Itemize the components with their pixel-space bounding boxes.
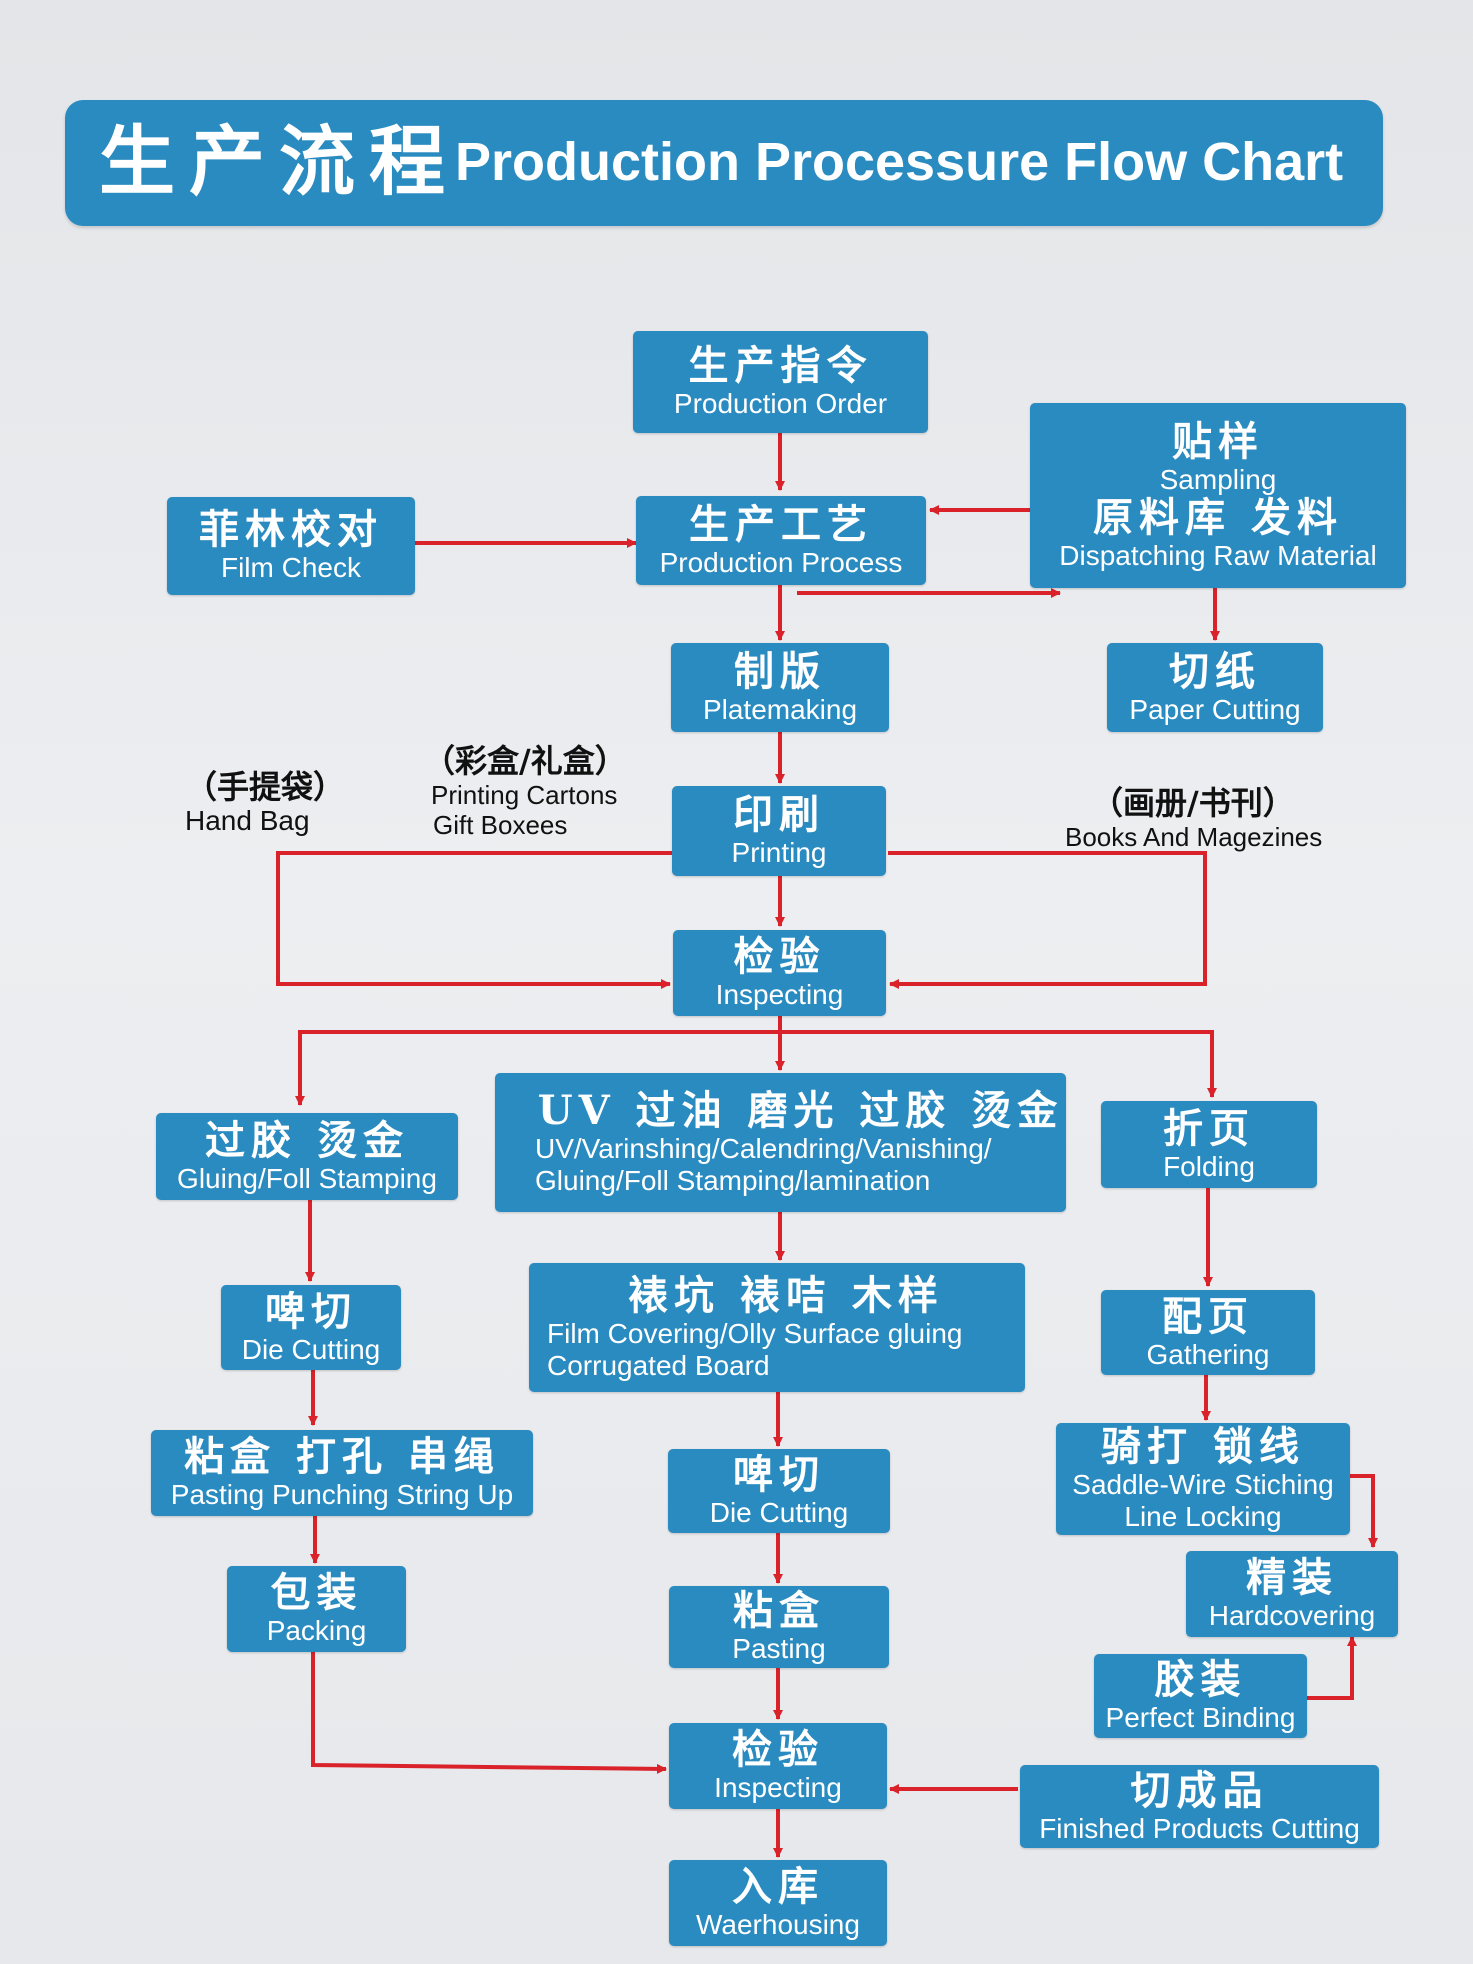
node-label-cn: 折页 bbox=[1163, 1104, 1255, 1152]
node-label-cn: 包装 bbox=[270, 1569, 363, 1616]
node-label-en: Waerhousing bbox=[696, 1909, 860, 1940]
node-label-en: Production Process bbox=[659, 546, 903, 578]
node-label-cn: 粘盒 打孔 串绳 bbox=[184, 1433, 500, 1480]
branch-label-en: Hand Bag bbox=[185, 805, 310, 836]
branch-label-hand-bag: （手提袋） Hand Bag bbox=[185, 768, 345, 836]
branch-label-books: （画册/书刊） Books And Magezines bbox=[1065, 784, 1322, 852]
node-perfect-binding: 胶装 Perfect Binding bbox=[1094, 1654, 1307, 1738]
node-label-cn-secondary: 原料库 发料 bbox=[1093, 493, 1343, 541]
node-label-cn: 检验 bbox=[733, 933, 826, 980]
node-folding: 折页 Folding bbox=[1101, 1101, 1317, 1188]
node-label-en: Printing bbox=[731, 837, 827, 868]
title-banner: 生产流程 Production Processure Flow Chart bbox=[65, 100, 1383, 226]
node-label-en: Perfect Binding bbox=[1105, 1702, 1296, 1733]
node-die-cutting-left: 啤切 Die Cutting bbox=[221, 1285, 401, 1370]
node-platemaking: 制版 Platemaking bbox=[671, 643, 889, 732]
node-label-cn: 印刷 bbox=[733, 791, 825, 838]
node-label-en: Inspecting bbox=[715, 979, 844, 1010]
node-label-en: Saddle-Wire Stiching bbox=[1072, 1469, 1334, 1500]
branch-label-en: Printing Cartons bbox=[431, 780, 618, 810]
node-label-en: Pasting Punching String Up bbox=[170, 1479, 514, 1510]
node-label-en: Gluing/Foll Stamping bbox=[177, 1162, 437, 1194]
node-pasting: 粘盒 Pasting bbox=[669, 1586, 889, 1668]
node-label-en: UV/Varinshing/Calendring/Vanishing/ bbox=[535, 1132, 992, 1164]
node-inspecting-top: 检验 Inspecting bbox=[673, 930, 886, 1016]
branch-label-en: Books And Magezines bbox=[1065, 822, 1323, 852]
node-label-cn: 贴样 bbox=[1172, 417, 1264, 465]
node-label-cn: 生产指令 bbox=[688, 342, 873, 389]
arrow-books-branch bbox=[888, 851, 1207, 989]
node-label-cn: 生产工艺 bbox=[689, 500, 873, 548]
node-label-en: Film Covering/Olly Surface gluing bbox=[547, 1317, 963, 1349]
branch-label-cartons: （彩盒/礼盒） Printing Cartons Gift Boxees bbox=[423, 742, 627, 840]
node-pasting-punching: 粘盒 打孔 串绳 Pasting Punching String Up bbox=[151, 1430, 533, 1516]
node-label-en-secondary: Dispatching Raw Material bbox=[1059, 539, 1377, 571]
node-label-en: Pasting bbox=[732, 1633, 826, 1664]
node-film-check: 菲林校对 Film Check bbox=[167, 497, 415, 595]
node-label-cn: 啤切 bbox=[265, 1287, 357, 1335]
node-label-cn: 裱坑 裱咭 木样 bbox=[628, 1271, 944, 1319]
title-chinese: 生产流程 bbox=[99, 117, 459, 206]
node-sampling-dispatching: 贴样 Sampling 原料库 发料 Dispatching Raw Mater… bbox=[1030, 403, 1406, 588]
node-label-cn: 骑打 锁线 bbox=[1101, 1423, 1305, 1470]
node-label-en: Finished Products Cutting bbox=[1039, 1812, 1360, 1844]
node-label-cn: 制版 bbox=[734, 647, 826, 695]
node-inspecting-bottom: 检验 Inspecting bbox=[669, 1723, 887, 1809]
node-production-order: 生产指令 Production Order bbox=[633, 331, 928, 433]
arrow-packing-to-inspecting bbox=[311, 1652, 667, 1774]
branch-label-cn: （画册/书刊） bbox=[1091, 784, 1295, 822]
node-label-en: Production Order bbox=[673, 388, 888, 419]
node-label-cn: 过胶 烫金 bbox=[205, 1116, 409, 1164]
node-paper-cutting: 切纸 Paper Cutting bbox=[1107, 643, 1323, 732]
node-label-en: Paper Cutting bbox=[1129, 693, 1301, 725]
node-label-en: Platemaking bbox=[702, 693, 858, 725]
node-label-en-secondary: Gluing/Foll Stamping/lamination bbox=[535, 1164, 931, 1196]
node-label-en: Packing bbox=[266, 1615, 367, 1646]
node-label-cn: 粘盒 bbox=[733, 1587, 825, 1634]
node-label-cn: 切成品 bbox=[1130, 1766, 1269, 1814]
node-label-cn: 胶装 bbox=[1154, 1656, 1247, 1703]
branch-label-cn: （手提袋） bbox=[185, 768, 346, 806]
node-label-en-secondary: Line Locking bbox=[1124, 1501, 1282, 1532]
node-uv-varnishing: UV 过油 磨光 过胶 烫金 UV/Varinshing/Calendring/… bbox=[495, 1073, 1066, 1212]
node-film-covering: 裱坑 裱咭 木样 Film Covering/Olly Surface glui… bbox=[529, 1263, 1025, 1392]
node-label-cn: 啤切 bbox=[733, 1451, 825, 1498]
node-label-en: Inspecting bbox=[714, 1772, 842, 1803]
node-label-cn: 切纸 bbox=[1169, 647, 1261, 695]
title-english: Production Processure Flow Chart bbox=[455, 132, 1344, 192]
node-hardcovering: 精装 Hardcovering bbox=[1186, 1551, 1398, 1637]
node-label-cn: 精装 bbox=[1246, 1554, 1338, 1601]
node-label-en: Hardcovering bbox=[1208, 1600, 1376, 1631]
node-label-en: Gathering bbox=[1146, 1338, 1270, 1370]
arrow-inspecting-to-folding bbox=[780, 1030, 1217, 1098]
node-label-en-secondary: Corrugated Board bbox=[547, 1349, 770, 1381]
node-packing: 包装 Packing bbox=[227, 1566, 406, 1652]
node-label-en: Folding bbox=[1163, 1150, 1255, 1182]
node-label-en: Die Cutting bbox=[241, 1333, 381, 1365]
arrow-perfectbinding-to-hardcover bbox=[1307, 1636, 1357, 1700]
arrow-saddle-to-hardcover bbox=[1350, 1474, 1378, 1548]
node-finished-products-cutting: 切成品 Finished Products Cutting bbox=[1020, 1765, 1379, 1848]
arrow-handbag-branch bbox=[276, 851, 672, 989]
node-die-cutting-center: 啤切 Die Cutting bbox=[668, 1449, 890, 1533]
node-label-en: Film Check bbox=[220, 552, 361, 583]
node-label-cn: 检验 bbox=[732, 1726, 824, 1773]
node-printing: 印刷 Printing bbox=[672, 786, 886, 876]
node-gathering: 配页 Gathering bbox=[1101, 1290, 1315, 1375]
node-saddle-wire: 骑打 锁线 Saddle-Wire Stiching Line Locking bbox=[1056, 1423, 1350, 1535]
node-production-process: 生产工艺 Production Process bbox=[636, 496, 926, 585]
node-gluing-foil-stamping: 过胶 烫金 Gluing/Foll Stamping bbox=[156, 1113, 458, 1200]
node-warehousing: 入库 Waerhousing bbox=[669, 1860, 887, 1946]
node-label-cn: UV 过油 磨光 过胶 烫金 bbox=[537, 1086, 1064, 1134]
node-label-en: Sampling bbox=[1159, 463, 1277, 495]
node-label-en: Die Cutting bbox=[709, 1497, 849, 1528]
node-label-cn: 入库 bbox=[732, 1863, 824, 1910]
node-label-cn: 配页 bbox=[1162, 1292, 1254, 1340]
node-label-cn: 菲林校对 bbox=[199, 506, 383, 553]
branch-label-en-secondary: Gift Boxees bbox=[433, 810, 568, 840]
branch-label-cn: （彩盒/礼盒） bbox=[423, 742, 627, 780]
